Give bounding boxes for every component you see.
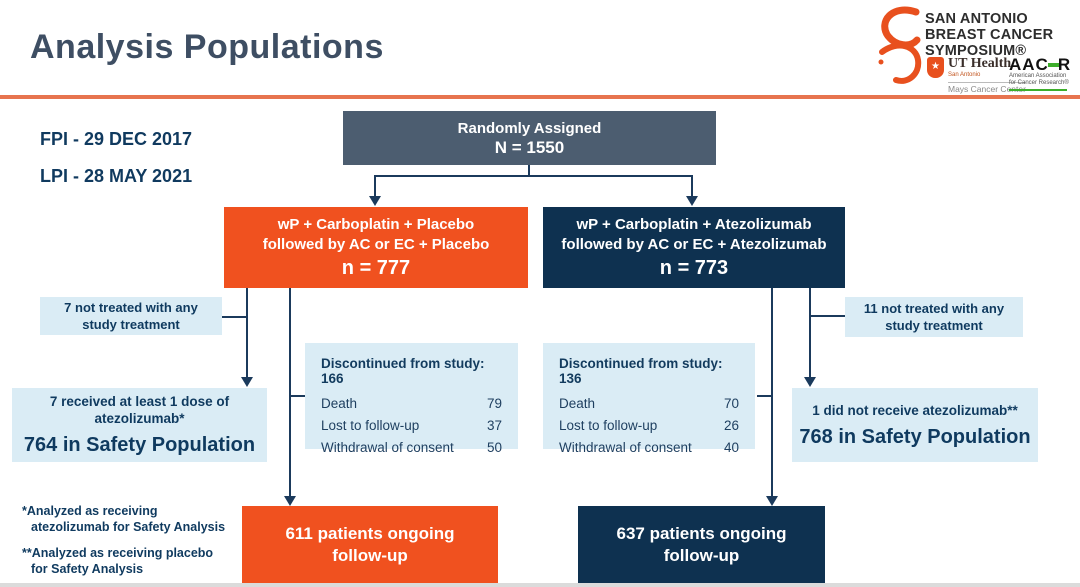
sabcs-line3: SYMPOSIUM® (925, 43, 1027, 59)
left-disc-row: Withdrawal of consent 50 (321, 437, 502, 459)
connector-right-discontinued (757, 395, 771, 397)
uthealth-name: UT Health (948, 56, 1012, 71)
footnote-atezolizumab: *Analyzed as receiving atezolizumab for … (22, 503, 225, 535)
atezo-arm-line2: followed by AC or EC + Atezolizumab (561, 235, 827, 253)
right-disc-row2-value: 40 (723, 440, 739, 455)
arrow-to-right-safety (804, 377, 816, 387)
lpi-date: LPI - 28 MAY 2021 (40, 166, 193, 186)
left-safety-line2: atezolizumab* (94, 411, 185, 426)
placebo-arm-box: wP + Carboplatin + Placebo followed by A… (224, 207, 528, 288)
connector-left-ongoing-line (289, 288, 291, 498)
footnote2-line2: for Safety Analysis (31, 562, 144, 576)
aacr-wordmark: AAC R (1009, 55, 1072, 74)
connector-split-horizontal (374, 175, 693, 177)
connector-right-ongoing-line (771, 288, 773, 498)
right-disc-row1-value: 26 (723, 418, 739, 433)
uthealth-center: Mays Cancer Center (948, 82, 1026, 94)
left-nt-line1: 7 not treated with any (64, 300, 198, 315)
uthealth-logo: ★ UT Health San Antonio Mays Cancer Cent… (927, 57, 1026, 94)
random-line1: Randomly Assigned (457, 119, 602, 137)
page-title: Analysis Populations (30, 28, 384, 66)
arrow-to-placebo-arm (369, 196, 381, 206)
left-not-treated-box: 7 not treated with any study treatment (40, 297, 222, 335)
right-safety-population-box: 1 did not receive atezolizumab** 768 in … (792, 388, 1038, 462)
footnote1-line1: *Analyzed as receiving (22, 504, 158, 518)
left-ongoing-box: 611 patients ongoing follow-up (242, 506, 498, 583)
aacr-underline (1009, 89, 1067, 91)
right-ongoing-line1: 637 patients ongoing (616, 523, 787, 543)
placebo-arm-n: n = 777 (341, 256, 411, 279)
right-nt-line1: 11 not treated with any (863, 301, 1005, 316)
uthealth-sub: San Antonio (948, 72, 981, 78)
sabcs-line2: BREAST CANCER (925, 27, 1054, 43)
placebo-arm-line1: wP + Carboplatin + Placebo (277, 215, 475, 233)
connector-right-safety-line (809, 288, 811, 378)
connector-left-safety-line (246, 288, 248, 378)
footnote2-line1: **Analyzed as receiving placebo (22, 546, 214, 560)
right-nt-line2: study treatment (885, 318, 983, 333)
left-disc-row0-value: 79 (486, 396, 502, 411)
left-disc-row2-value: 50 (486, 440, 502, 455)
right-safety-line1: 1 did not receive atezolizumab** (812, 402, 1018, 418)
randomly-assigned-box: Randomly Assigned N = 1550 (343, 111, 716, 165)
orange-divider (0, 95, 1080, 99)
right-disc-row: Death 70 (559, 393, 739, 415)
connector-random-stub (528, 165, 530, 176)
left-disc-title: Discontinued from study: 166 (321, 356, 485, 386)
right-disc-title: Discontinued from study: 136 (559, 356, 723, 386)
right-discontinued-box: Discontinued from study: 136 Death 70 Lo… (543, 343, 755, 455)
right-ongoing-line2: follow-up (663, 545, 740, 565)
aacr-sub1: American Association (1009, 73, 1067, 79)
left-disc-row: Death 79 (321, 393, 502, 415)
bottom-edge-strip (0, 583, 1080, 587)
sabcs-wordmark: SAN ANTONIO BREAST CANCER SYMPOSIUM® (925, 11, 1053, 59)
connector-right-not-treated (811, 315, 845, 317)
aacr-part2: R (1057, 55, 1072, 74)
arrow-to-right-ongoing (766, 496, 778, 506)
connector-left-arm-line (374, 175, 376, 197)
footnote-placebo: **Analyzed as receiving placebo for Safe… (22, 545, 213, 577)
aacr-dash-icon (1047, 62, 1060, 67)
sabcs-line1: SAN ANTONIO (925, 11, 1028, 27)
atezo-arm-line1: wP + Carboplatin + Atezolizumab (576, 215, 812, 233)
atezolizumab-arm-box: wP + Carboplatin + Atezolizumab followed… (543, 207, 845, 288)
right-disc-row0-value: 70 (723, 396, 739, 411)
right-not-treated-box: 11 not treated with any study treatment (845, 297, 1023, 337)
atezo-arm-n: n = 773 (659, 256, 729, 279)
right-ongoing-box: 637 patients ongoing follow-up (578, 506, 825, 583)
arrow-to-left-safety (241, 377, 253, 387)
aacr-sub2: for Cancer Research® (1009, 80, 1069, 86)
right-disc-row: Lost to follow-up 26 (559, 415, 739, 437)
left-discontinued-box: Discontinued from study: 166 Death 79 Lo… (305, 343, 518, 455)
connector-left-not-treated (222, 316, 247, 318)
aacr-logo: AAC R American Association for Cancer Res… (1009, 55, 1072, 91)
right-disc-row1-label: Lost to follow-up (559, 418, 658, 433)
right-disc-row2-label: Withdrawal of consent (559, 440, 692, 455)
left-ongoing-line2: follow-up (332, 545, 408, 565)
connector-left-discontinued (291, 395, 305, 397)
right-safety-count: 768 in Safety Population (799, 425, 1031, 448)
connector-right-arm-line (691, 175, 693, 197)
left-disc-row: Lost to follow-up 37 (321, 415, 502, 437)
left-disc-row2-label: Withdrawal of consent (321, 440, 454, 455)
random-n: N = 1550 (494, 137, 565, 157)
aacr-part1: AAC (1009, 55, 1049, 74)
left-nt-line2: study treatment (82, 317, 180, 332)
uthealth-shield-icon: ★ (927, 57, 944, 78)
right-disc-row0-label: Death (559, 396, 596, 411)
left-disc-row0-label: Death (321, 396, 358, 411)
sabcs-ribbon-icon (878, 6, 922, 84)
left-ongoing-line1: 611 patients ongoing (285, 523, 455, 543)
left-disc-row1-label: Lost to follow-up (321, 418, 420, 433)
arrow-to-left-ongoing (284, 496, 296, 506)
left-safety-count: 764 in Safety Population (23, 434, 256, 456)
placebo-arm-line2: followed by AC or EC + Placebo (262, 235, 490, 253)
arrow-to-atezo-arm (686, 196, 698, 206)
left-disc-row1-value: 37 (486, 418, 502, 433)
left-safety-line1: 7 received at least 1 dose of (49, 394, 230, 409)
footnote1-line2: atezolizumab for Safety Analysis (31, 520, 226, 534)
fpi-date: FPI - 29 DEC 2017 (40, 129, 193, 149)
left-safety-population-box: 7 received at least 1 dose of atezolizum… (12, 388, 267, 462)
right-disc-row: Withdrawal of consent 40 (559, 437, 739, 459)
